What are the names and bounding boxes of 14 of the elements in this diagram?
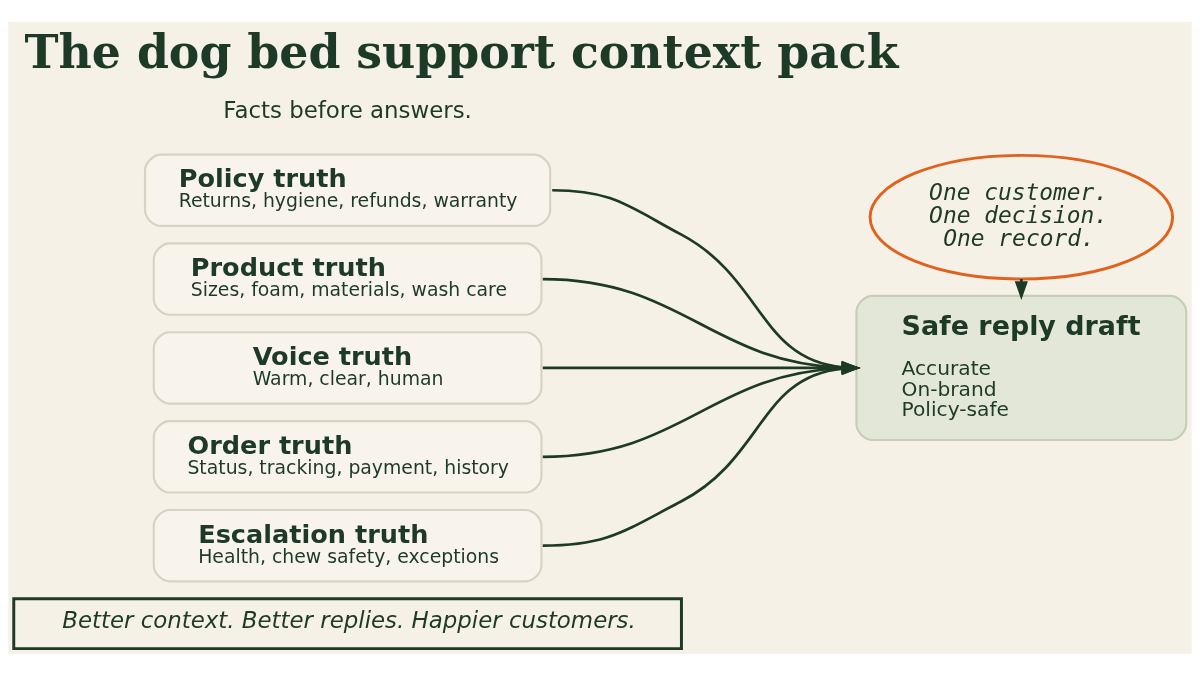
node-box: Safe reply draft Accurate On-brand Policy-safe bbox=[855, 294, 1188, 441]
arrow bbox=[542, 360, 861, 375]
node-box: Product truth Sizes, foam, materials, wash care bbox=[152, 241, 543, 316]
label: Facts before answers. bbox=[223, 96, 472, 123]
node-box: Voice truth Warm, clear, human bbox=[152, 330, 543, 405]
arrow bbox=[542, 361, 861, 458]
node-box: Order truth Status, tracking, payment, history bbox=[152, 419, 543, 494]
arrow bbox=[552, 188, 861, 374]
arrow bbox=[542, 277, 861, 374]
node-box: Policy truth Returns, hygiene, refunds, warranty bbox=[143, 153, 552, 227]
arrow bbox=[542, 361, 861, 547]
diagram-title: The dog bed support context pack bbox=[24, 24, 899, 79]
node-box: Better context. Better replies. Happier customers. bbox=[12, 596, 683, 650]
node-box: Escalation truth Health, chew safety, exceptions bbox=[152, 508, 543, 582]
